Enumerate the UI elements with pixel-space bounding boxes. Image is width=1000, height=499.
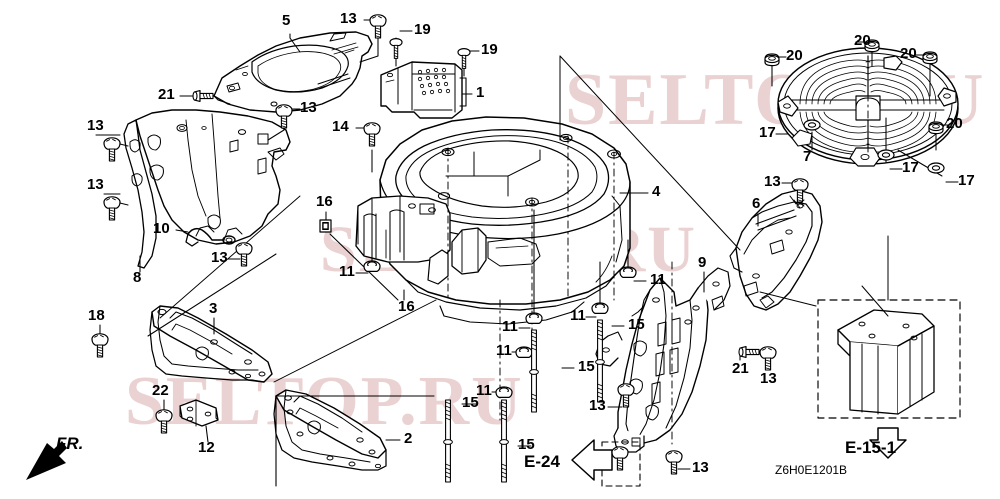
part-6-side-bracket-stamped — [729, 189, 823, 311]
callout-number: 13 — [340, 10, 357, 27]
fr-direction-arrow — [26, 441, 67, 480]
callout-number: 11 — [570, 307, 586, 324]
part-7-fan-grille-cover — [777, 47, 959, 167]
cross-reference-e24[interactable]: E-24 — [524, 452, 560, 471]
callout-number: 17 — [759, 124, 776, 141]
callout-number: 13 — [692, 459, 709, 476]
drawing-code: Z6H0E1201B — [775, 463, 848, 477]
callout-number: 22 — [152, 382, 169, 399]
callout-number: 21 — [732, 360, 749, 377]
part-2-bracket-lower-flat — [273, 389, 387, 471]
callout-number: 17 — [902, 159, 919, 176]
callout-number: 20 — [946, 115, 963, 132]
callout-number: 13 — [589, 397, 606, 414]
front-direction-label: FR. — [56, 434, 84, 453]
part-9-main-mount-bracket — [595, 267, 731, 453]
callout-number: 6 — [752, 195, 761, 212]
callout-number: 19 — [414, 21, 431, 38]
part-8-shroud-panel-left — [123, 109, 291, 269]
callout-number: 1 — [476, 84, 485, 101]
callout-number: 9 — [698, 254, 707, 271]
callout-number: 20 — [854, 32, 871, 49]
part-1-cover-plate-perforated — [380, 61, 467, 119]
callout-number: 12 — [198, 439, 215, 456]
callout-number: 16 — [316, 193, 333, 210]
callout-number: 16 — [398, 298, 415, 315]
callout-number: 15 — [628, 316, 645, 333]
cross-reference-e15-1[interactable]: E-15-1 — [845, 438, 897, 457]
callout-number: 2 — [404, 430, 413, 447]
callout-number: 11 — [476, 382, 492, 399]
callout-number: 13 — [764, 173, 781, 190]
callout-number: 11 — [496, 342, 512, 359]
callout-number: 21 — [158, 86, 175, 103]
part-12-small-link-plate — [179, 399, 219, 427]
callout-number: 10 — [153, 220, 170, 237]
part-3-bracket-upper-rail — [149, 305, 273, 383]
callout-number: 13 — [760, 370, 777, 387]
callout-number: 4 — [652, 183, 661, 200]
callout-number: 8 — [133, 269, 142, 286]
part-4-fan-shroud-housing — [355, 116, 631, 325]
e15-1-inset-component — [817, 299, 961, 459]
callout-number: 3 — [209, 300, 218, 317]
callout-number: 19 — [481, 41, 498, 58]
callout-number: 11 — [650, 271, 666, 288]
callout-number: 15 — [462, 394, 479, 411]
callout-number: 20 — [900, 45, 917, 62]
callout-number: 17 — [958, 172, 975, 189]
callout-number: 11 — [502, 318, 518, 335]
part-5-upper-cover-panel — [213, 31, 373, 113]
callout-number: 13 — [87, 117, 104, 134]
callout-number: 15 — [518, 436, 535, 453]
callout-number: 13 — [211, 249, 228, 266]
callout-number: 7 — [803, 148, 812, 165]
callout-number: 11 — [339, 263, 355, 280]
callout-number: 13 — [300, 99, 317, 116]
callout-number: 5 — [282, 12, 291, 29]
callout-number: 15 — [578, 358, 595, 375]
part-10-wire-clip — [185, 227, 236, 247]
callout-number: 14 — [332, 118, 349, 135]
callout-number: 20 — [786, 47, 803, 64]
callout-number: 13 — [87, 176, 104, 193]
callout-number: 18 — [88, 307, 105, 324]
